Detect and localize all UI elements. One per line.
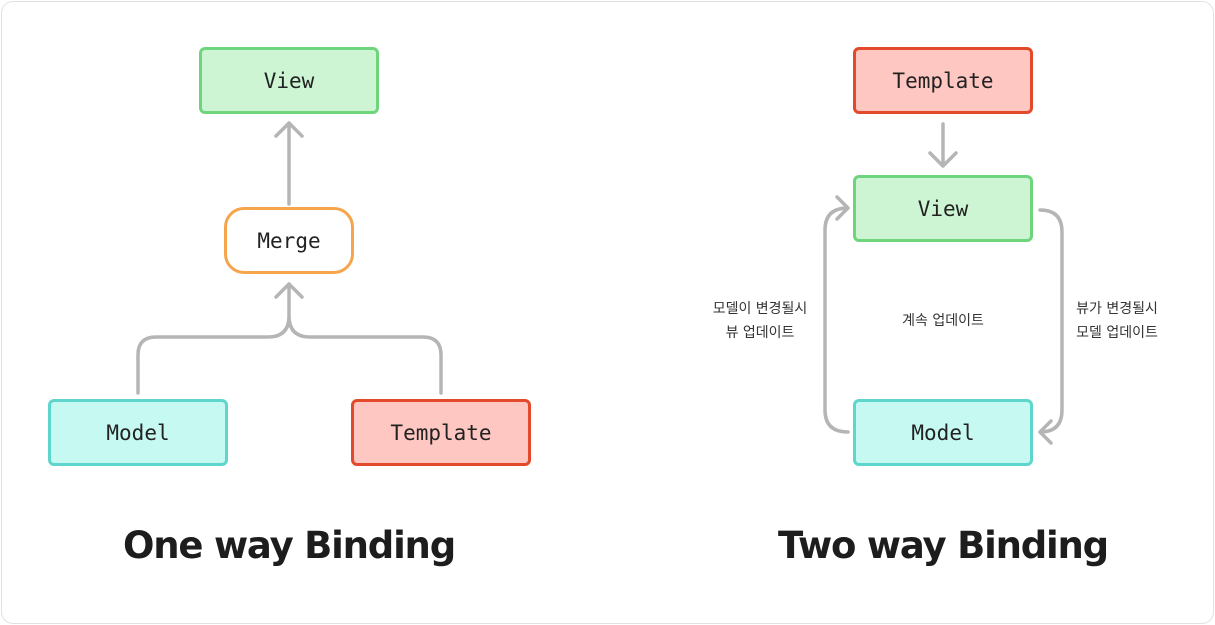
two-way-title: Two way Binding bbox=[778, 524, 1109, 567]
two-way-model-label: Model bbox=[911, 420, 975, 445]
one-way-template-label: Template bbox=[390, 420, 492, 445]
arrow-template-to-view bbox=[928, 122, 958, 168]
two-way-view-box: View bbox=[853, 175, 1033, 242]
two-way-view-label: View bbox=[917, 196, 969, 221]
one-way-template-box: Template bbox=[351, 399, 531, 466]
one-way-model-box: Model bbox=[48, 399, 228, 466]
one-way-merge-label: Merge bbox=[257, 228, 321, 253]
two-way-right-note: 뷰가 변경될시 모델 업데이트 bbox=[1052, 297, 1182, 345]
one-way-view-label: View bbox=[263, 68, 315, 93]
center-note-text: 계속 업데이트 bbox=[902, 313, 984, 329]
left-note-line2: 뷰 업데이트 bbox=[725, 325, 795, 341]
one-way-merge-box: Merge bbox=[224, 207, 354, 274]
right-note-line2: 모델 업데이트 bbox=[1076, 325, 1158, 341]
arrow-model-template-to-merge bbox=[136, 282, 443, 395]
arrow-view-to-model-loop bbox=[1038, 208, 1064, 445]
two-way-left-note: 모델이 변경될시 뷰 업데이트 bbox=[690, 297, 830, 345]
one-way-view-box: View bbox=[199, 47, 379, 114]
arrow-model-to-view-loop bbox=[823, 195, 850, 434]
two-way-template-box: Template bbox=[853, 47, 1033, 114]
two-way-model-box: Model bbox=[853, 399, 1033, 466]
two-way-center-note: 계속 업데이트 bbox=[873, 309, 1013, 333]
one-way-model-label: Model bbox=[106, 420, 170, 445]
one-way-title: One way Binding bbox=[122, 524, 456, 567]
left-note-line1: 모델이 변경될시 bbox=[712, 301, 808, 317]
arrow-merge-to-view bbox=[274, 121, 304, 206]
two-way-template-label: Template bbox=[892, 68, 994, 93]
right-note-line1: 뷰가 변경될시 bbox=[1076, 301, 1158, 317]
